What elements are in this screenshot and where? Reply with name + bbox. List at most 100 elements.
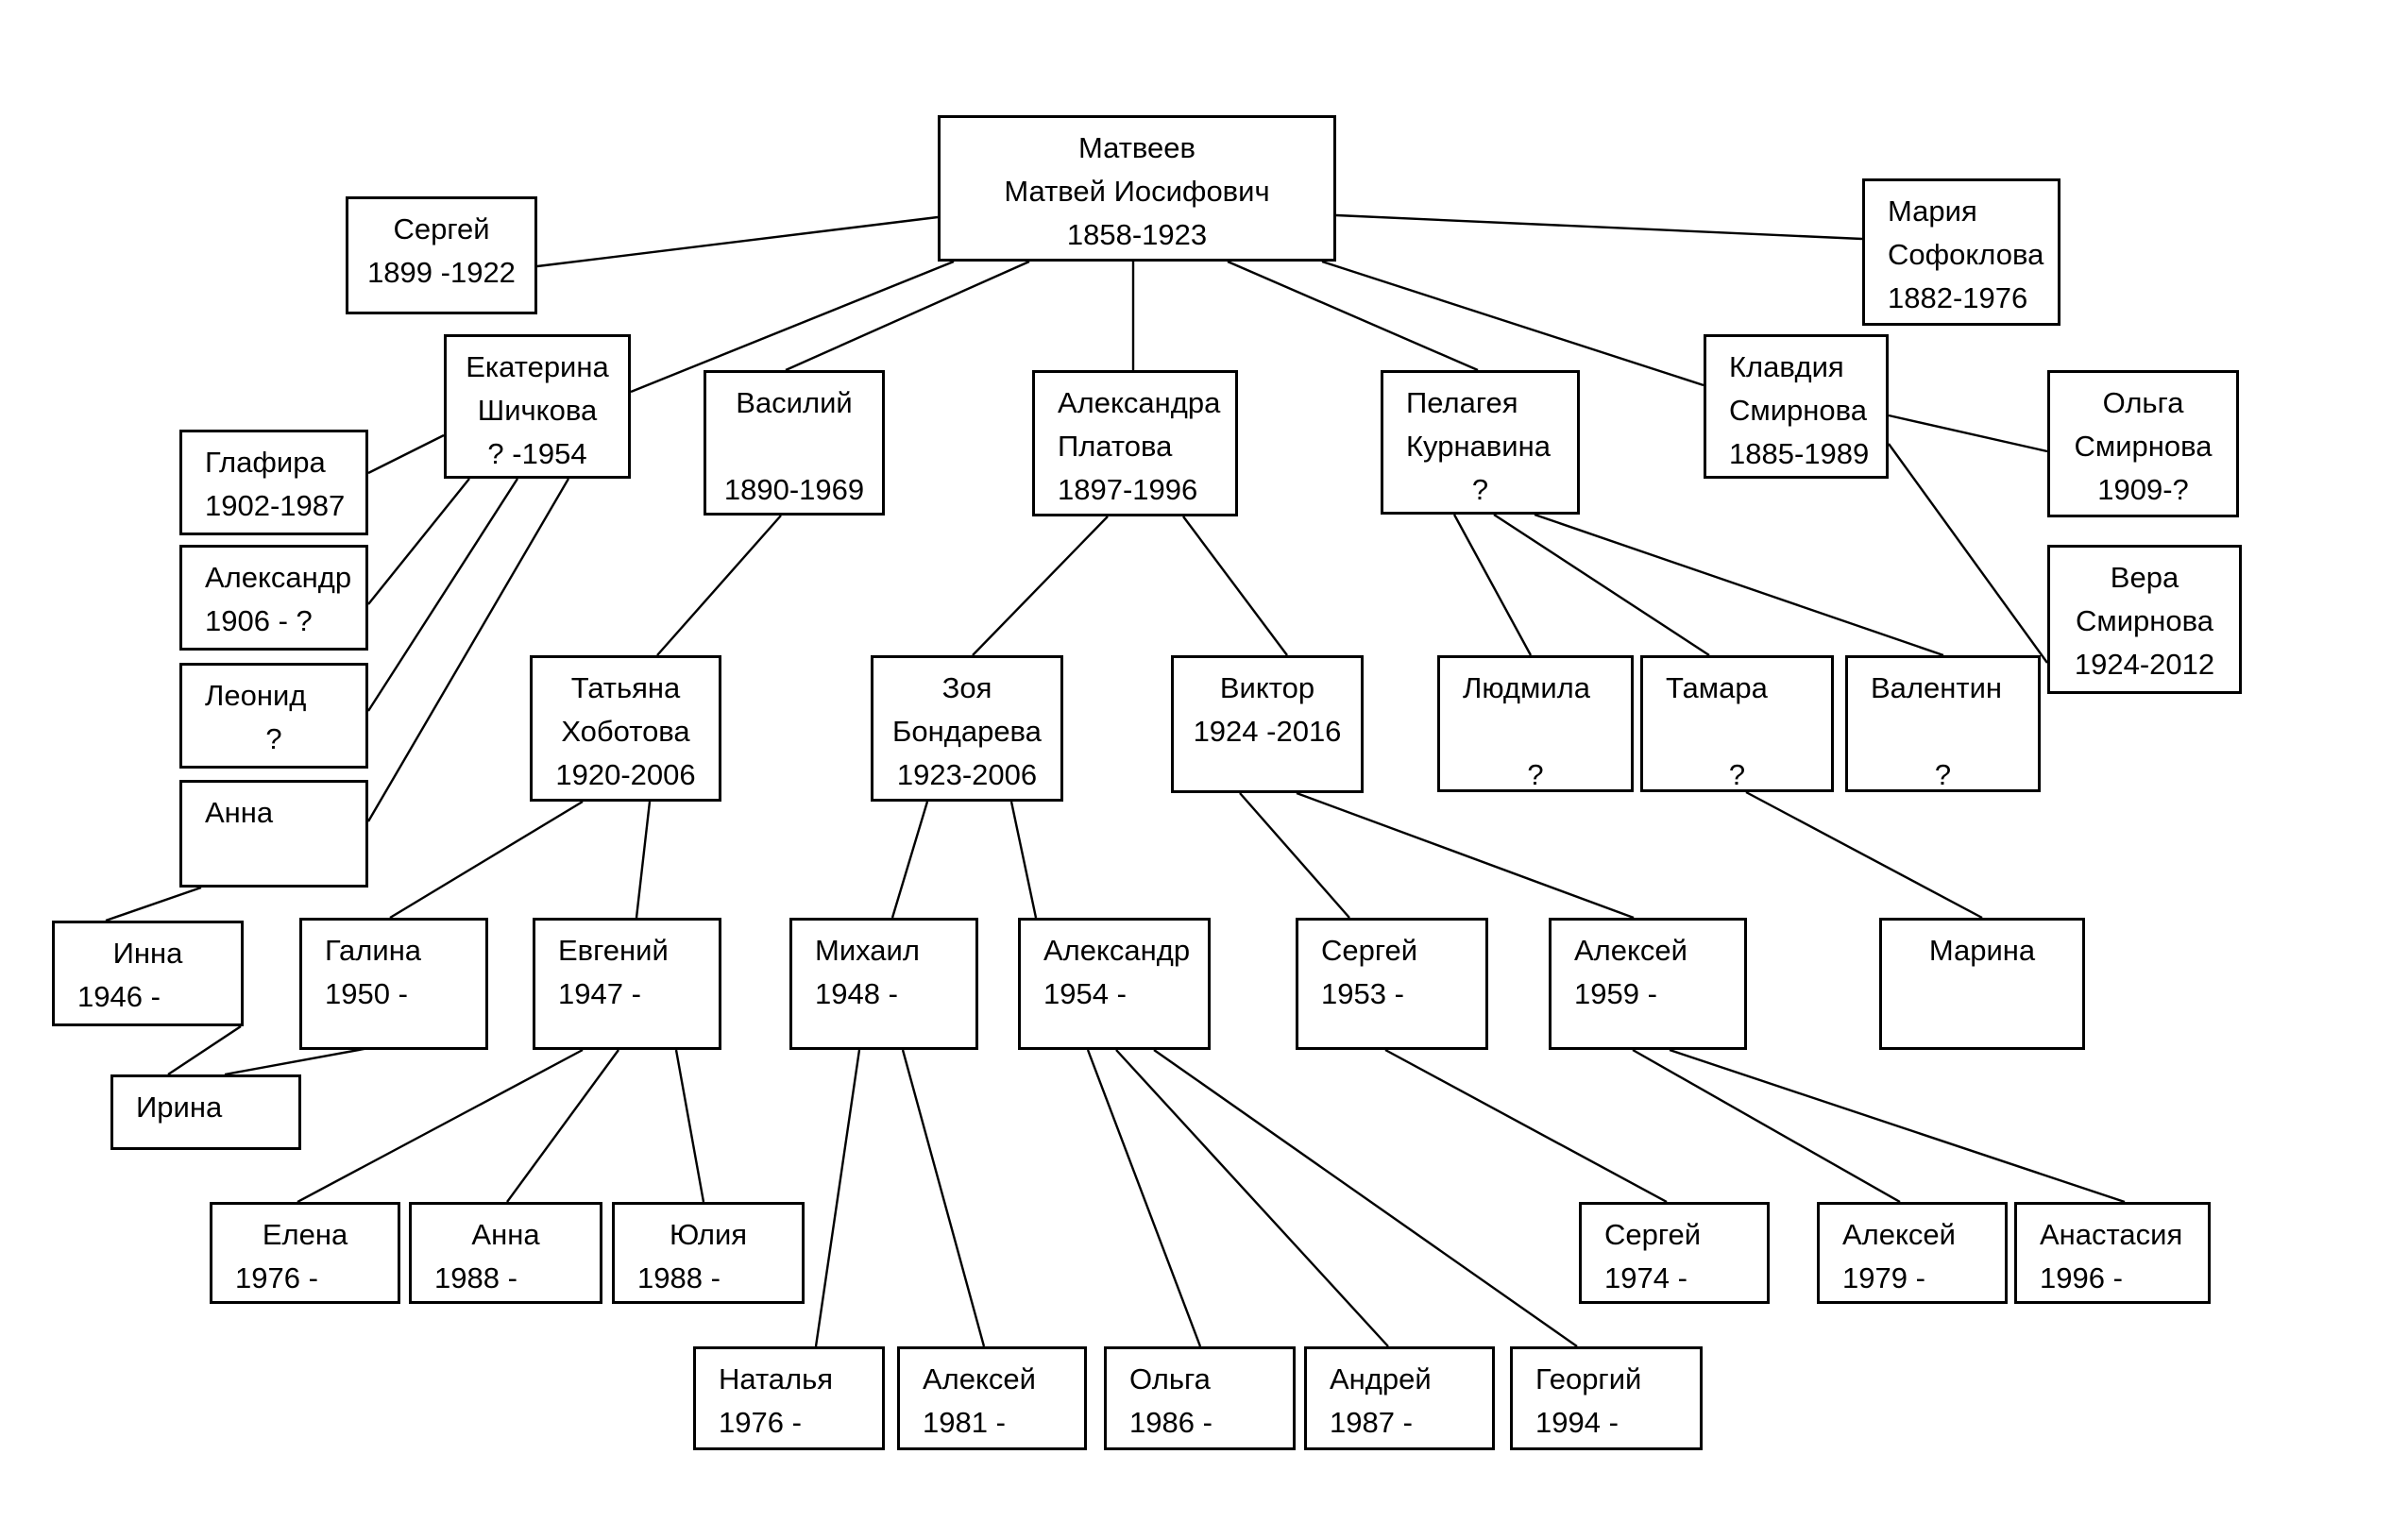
connector-line	[297, 1048, 584, 1204]
connector-line	[506, 1049, 619, 1203]
person-text-line: Елена	[262, 1218, 348, 1251]
connector-line	[1115, 1049, 1389, 1347]
person-text-line: Михаил	[815, 934, 920, 967]
person-text-line: 1996 -	[2040, 1261, 2123, 1294]
person-text-line: Вера	[2110, 561, 2179, 594]
person-text-line: ?	[265, 722, 282, 755]
person-text-line: ?	[1728, 758, 1746, 791]
person-text-line: Татьяна	[570, 671, 681, 704]
person-text-line: 1988 -	[434, 1261, 517, 1294]
connector-line	[105, 886, 202, 922]
person-text-line: ?	[1934, 758, 1952, 791]
person-text-line: 1974 -	[1604, 1261, 1687, 1294]
person-text-line: 1909-?	[2097, 473, 2189, 506]
person-text-line: 1953 -	[1321, 977, 1404, 1010]
person-text-line: Клавдия	[1729, 350, 1844, 383]
person-text-line	[1848, 710, 2038, 753]
person-text-line: Смирнова	[1729, 394, 1867, 427]
person-text-line: Софоклова	[1888, 238, 2044, 271]
person-text-line: Матвей Иосифович	[1004, 175, 1270, 208]
person-text-line: 1976 -	[235, 1261, 318, 1294]
person-box-irina: Ирина	[110, 1074, 301, 1150]
person-box-leonid: Леонид?	[179, 663, 368, 769]
person-text-line: Ольга	[2102, 386, 2184, 419]
person-text-line: 1994 -	[1535, 1406, 1619, 1439]
person-text-line: 1906 - ?	[205, 604, 313, 637]
connector-line	[1182, 516, 1288, 656]
person-text-line: Александр	[205, 561, 352, 594]
person-text-line: Наталья	[719, 1362, 834, 1395]
person-text-line: Екатерина	[466, 350, 609, 383]
person-text-line: Анастасия	[2040, 1218, 2183, 1251]
connector-line	[972, 516, 1109, 656]
connector-line	[656, 515, 782, 656]
connector-line	[389, 800, 584, 920]
person-text-line: 1948 -	[815, 977, 898, 1010]
connector-line	[901, 1049, 986, 1347]
person-text-line: Платова	[1058, 430, 1173, 463]
person-text-line: Тамара	[1666, 671, 1768, 704]
connector-line	[167, 1024, 242, 1076]
person-text-line: Мария	[1888, 194, 1977, 228]
person-text-line: Смирнова	[2074, 430, 2213, 463]
person-text-line: 1979 -	[1842, 1261, 1925, 1294]
person-text-line: Марина	[1928, 934, 2036, 967]
connector-line	[635, 801, 652, 919]
person-text-line: 1858-1923	[1066, 218, 1208, 251]
connector-line	[1009, 801, 1038, 919]
connector-line	[224, 1046, 370, 1076]
person-text-line: Анна	[205, 796, 274, 829]
connector-line	[1888, 414, 2048, 453]
person-text-line: Курнавина	[1406, 430, 1551, 463]
person-box-mikhail: Михаил 1948 -	[789, 918, 978, 1050]
connector-line	[785, 260, 1030, 372]
person-text-line: Матвеев	[1078, 131, 1196, 164]
connector-line	[1384, 1048, 1668, 1204]
connector-line	[1227, 260, 1479, 372]
person-text-line: 1924 -2016	[1193, 715, 1342, 748]
person-text-line: 1981 -	[923, 1406, 1006, 1439]
connector-line	[814, 1049, 861, 1347]
connector-line	[1296, 791, 1635, 920]
person-text-line: 1959 -	[1574, 977, 1657, 1010]
person-text-line	[1643, 710, 1831, 753]
person-text-line: ? -1954	[487, 437, 587, 470]
person-text-line: 1897-1996	[1058, 473, 1198, 506]
person-text-line: 1987 -	[1330, 1406, 1413, 1439]
person-text-line: 1885-1989	[1729, 437, 1870, 470]
person-box-andrey: Андрей 1987 -	[1304, 1346, 1495, 1450]
person-text-line	[1440, 710, 1631, 753]
person-box-marina: Марина	[1879, 918, 2085, 1050]
person-text-line: Александра	[1058, 386, 1221, 419]
connector-line	[1632, 1048, 1901, 1204]
person-text-line: Смирнова	[2076, 604, 2213, 637]
connector-line	[1888, 443, 2048, 664]
person-box-anna-l: Анна	[179, 780, 368, 888]
connector-line	[536, 215, 939, 268]
person-text-line: Андрей	[1330, 1362, 1432, 1395]
person-box-alexandr-1906: Александр 1906 - ?	[179, 545, 368, 651]
connector-line	[890, 801, 929, 919]
connector-line	[1239, 792, 1350, 919]
connector-line	[1745, 790, 1983, 920]
connector-line	[367, 478, 470, 605]
person-text-line: Ольга	[1129, 1362, 1211, 1395]
person-box-anastasiya: Анастасия 1996 -	[2014, 1202, 2211, 1304]
person-text-line: Георгий	[1535, 1362, 1642, 1395]
person-text-line: 1899 -1922	[367, 256, 516, 289]
